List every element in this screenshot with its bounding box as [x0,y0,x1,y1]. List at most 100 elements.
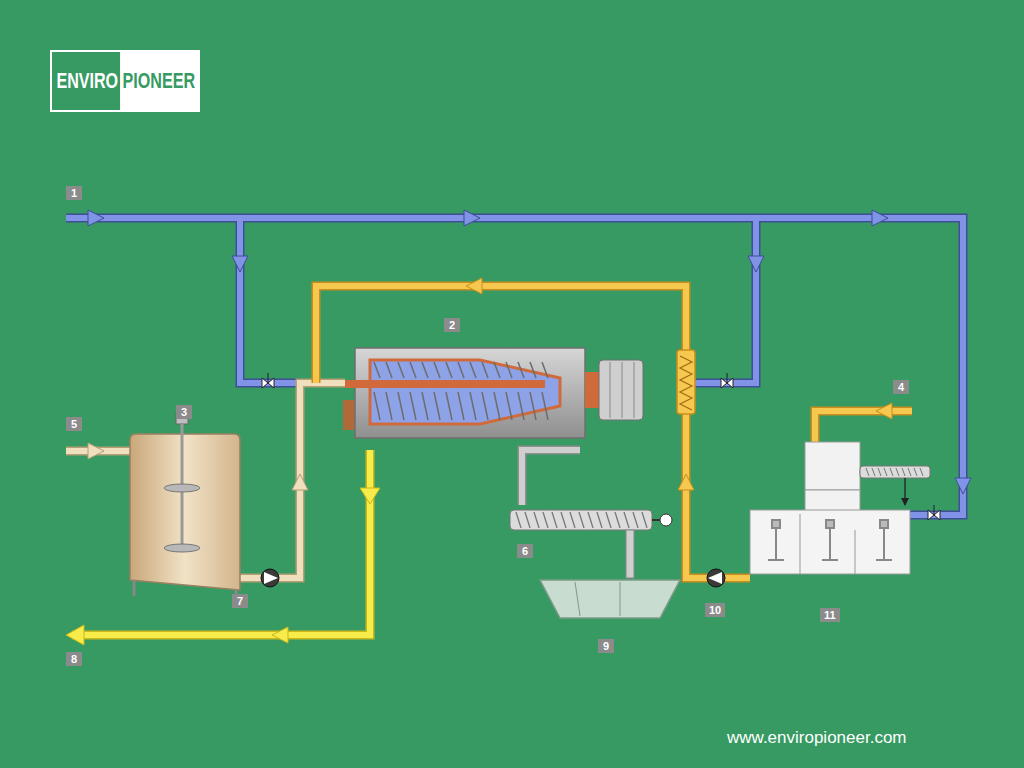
pump-arrow [708,572,722,584]
flight-stroke [374,362,380,378]
flight-stroke [597,512,602,528]
flight-stroke [494,392,500,420]
flight-stroke [561,512,566,528]
agitator-shaft [829,528,831,560]
dosing-flights [866,468,923,476]
flight-stroke [410,362,416,378]
gearbox-line [622,362,623,418]
callout-number: 8 [66,652,82,666]
discharge-chute [626,530,634,578]
flight-stroke [624,512,629,528]
gearbox-line [610,362,611,418]
flight-stroke [530,392,536,420]
flow-arrow [678,474,694,490]
callout-number: 1 [66,186,82,200]
flight-stroke [542,362,548,378]
flight-stroke [494,362,500,378]
logo-wordmark: ENVIROPIONEER [52,52,198,110]
agitators [768,520,892,560]
flight-stroke [434,392,440,420]
valve-stem [727,373,728,383]
flight-stroke [506,362,512,378]
chamber-wall [800,514,801,574]
hopper [805,442,860,490]
flight-stroke [543,512,548,528]
polymer-preparation-unit [750,442,930,574]
flight-stroke [878,468,881,476]
flight-stroke [422,362,428,378]
flight-stroke [525,512,530,528]
conveyor-scroll [374,362,548,420]
callout-number: 9 [598,639,614,653]
flow-arrow [88,443,104,459]
callout-number: 5 [66,417,82,431]
flight-stroke [890,468,893,476]
flight-stroke [872,468,875,476]
polymer-pump [707,569,725,587]
logo-text: PIONEER [120,52,198,110]
flight-stroke [458,362,464,378]
screw-conveyor [510,510,672,578]
flight-stroke [642,512,647,528]
inline-mixer [677,350,695,414]
flight-stroke [470,392,476,420]
flight-stroke [422,392,428,420]
pump-symbol [261,569,279,587]
agitator-blade [768,559,784,561]
motor-symbol [660,514,672,526]
conveyor-trough [510,510,652,530]
flight-stroke [374,392,380,420]
logo: ENVIROPIONEER [50,50,200,112]
drop-arrow [901,498,909,506]
valve-stem [934,505,935,515]
impeller [164,484,200,492]
container-body [540,580,680,618]
gearbox [599,360,643,420]
flow-arrow [232,256,248,272]
flight-stroke [552,512,557,528]
flight-stroke [482,392,488,420]
callout-number: 11 [820,608,840,622]
flight-stroke [458,392,464,420]
pipe-outline [316,286,750,578]
flight-stroke [398,392,404,420]
callout-number: 6 [517,544,533,558]
flight-stroke [410,392,416,420]
flight-stroke [908,468,911,476]
flight-stroke [386,392,392,420]
sludge-tank [130,414,240,598]
feed-tube [345,380,545,388]
flight-stroke [518,362,524,378]
callout-number: 7 [232,594,248,608]
agitator-drive [772,520,780,528]
agitator-drive [826,520,834,528]
callout-number: 2 [444,318,460,332]
flow-arrow [955,478,971,494]
dosing-screw [860,466,930,478]
flight-stroke [386,362,392,378]
tank-leg [133,580,136,596]
bowl [370,360,560,424]
flight-stroke [434,362,440,378]
decanter-centrifuge [343,348,643,438]
feed-pump [261,569,279,587]
flight-stroke [398,362,404,378]
agitator-blade [876,559,892,561]
flow-arrow [872,210,888,226]
flight-stroke [896,468,899,476]
screw-flights [516,512,647,528]
solids-chute [522,450,580,505]
impeller [164,544,200,552]
flow-arrow [464,210,480,226]
flight-stroke [506,392,512,420]
flight-stroke [579,512,584,528]
flight-stroke [446,392,452,420]
flow-arrow [292,474,308,490]
flight-stroke [446,362,452,378]
flight-stroke [534,512,539,528]
flow-arrow [360,488,380,504]
mixer-body [677,350,695,414]
flight-stroke [570,512,575,528]
flow-arrow [876,403,892,419]
